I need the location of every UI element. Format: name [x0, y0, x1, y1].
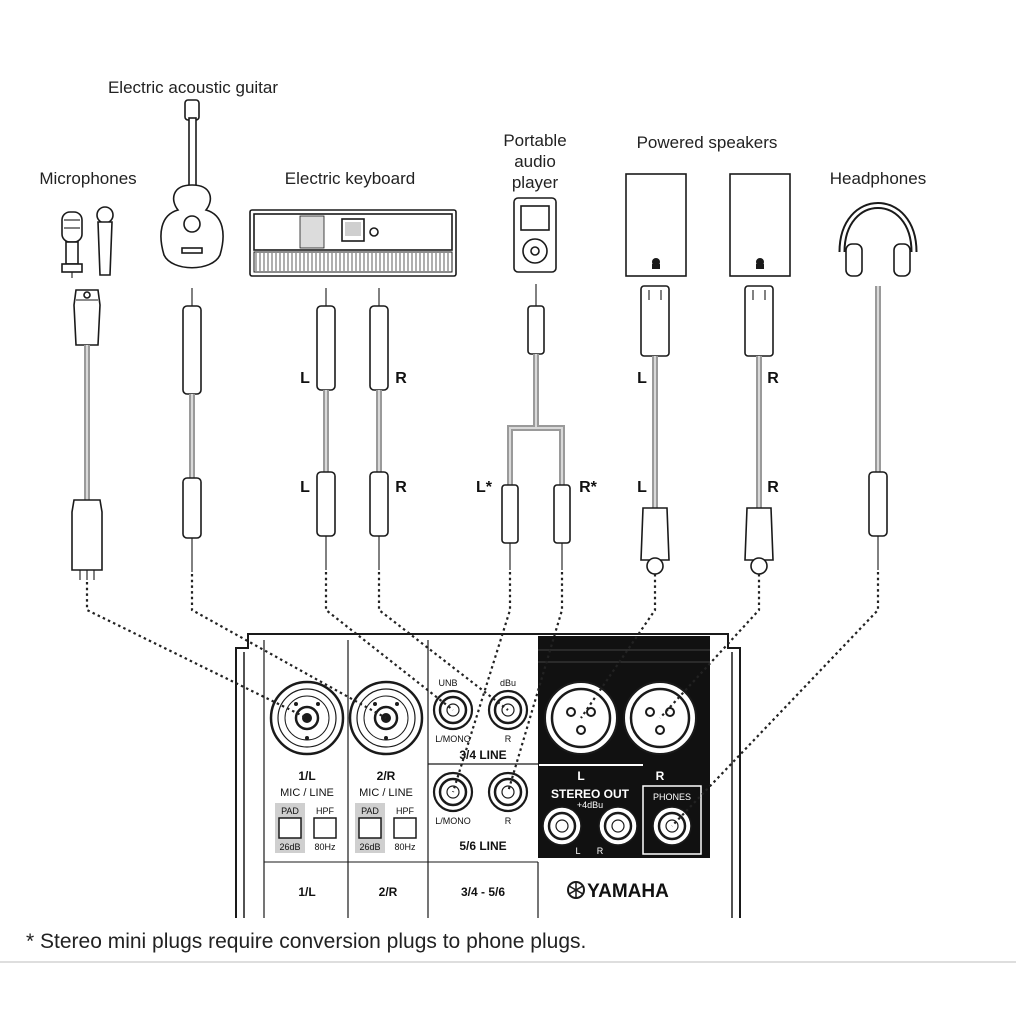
ch2-pad-value: 26dB: [359, 842, 380, 852]
spk-bot-r-label: R: [767, 479, 779, 496]
phone-out-l-label: L: [575, 846, 580, 856]
stereo-out-l-phone[interactable]: [542, 806, 582, 846]
audio-player-icon: [513, 197, 557, 273]
keyboard-icon: [249, 209, 457, 277]
phones-label: PHONES: [653, 792, 691, 802]
signal-paths: [85, 572, 880, 827]
kb-top-r-label: R: [395, 370, 407, 387]
line3-lmono-label: L/MONO: [435, 734, 471, 744]
audio-player-label-line2: audio: [514, 152, 556, 171]
ch1-pad-label: PAD: [281, 806, 299, 816]
line34-label: 3/4 LINE: [459, 748, 506, 762]
ch1-name: 1/L: [298, 769, 315, 783]
spk-bot-l-label: L: [637, 479, 647, 496]
footnote: * Stereo mini plugs require conversion p…: [26, 930, 586, 953]
line4-r-label: R: [505, 734, 512, 744]
speakers-label: Powered speakers: [637, 133, 778, 152]
stereo-out-label: STEREO OUT: [551, 787, 630, 801]
stereo-out-r-phone[interactable]: [598, 806, 638, 846]
speaker-right-icon: [729, 173, 791, 277]
player-l-label: L*: [476, 479, 493, 496]
spk-top-l-label: L: [637, 370, 647, 387]
ch2-bottom-label: 2/R: [379, 885, 398, 899]
unbal-label-left: UNB: [438, 678, 457, 688]
line6-r-label: R: [505, 816, 512, 826]
ch3456-bottom-label: 3/4 - 5/6: [461, 885, 505, 899]
ch1-bottom-label: 1/L: [298, 885, 315, 899]
ch2-hpf-button[interactable]: [393, 817, 417, 839]
microphones-icon: [61, 206, 114, 278]
mic-xlr-cable: [71, 289, 103, 580]
line56-label: 5/6 LINE: [459, 839, 506, 853]
speaker-l-cable: [640, 285, 670, 575]
out-l-label: L: [577, 769, 584, 783]
line5-lmono-label: L/MONO: [435, 816, 471, 826]
kb-bot-l-label: L: [300, 479, 310, 496]
unbal-label-right: dBu: [500, 678, 516, 688]
audio-player-label-line1: Portable: [503, 131, 566, 150]
ch2-pad-button[interactable]: [358, 817, 382, 839]
player-mini-cable: [501, 284, 571, 570]
ch2-hpf-label: HPF: [396, 806, 415, 816]
ch1-hpf-label: HPF: [316, 806, 335, 816]
headphone-cable: [868, 286, 888, 570]
ch2-name: 2/R: [377, 769, 396, 783]
ch1-pad-button[interactable]: [278, 817, 302, 839]
player-r-label: R*: [579, 479, 598, 496]
ch1-hpf-value: 80Hz: [314, 842, 336, 852]
speaker-r-cable: [744, 285, 774, 575]
guitar-icon: [160, 99, 224, 269]
brand-label: YAMAHA: [587, 881, 669, 902]
out-r-label: R: [656, 769, 665, 783]
kb-bot-r-label: R: [395, 479, 407, 496]
ch2-mic-line: MIC / LINE: [359, 787, 413, 799]
audio-player-label-line3: player: [512, 173, 559, 192]
phone-out-r-label: R: [597, 846, 604, 856]
guitar-phone-cable: [182, 288, 202, 572]
ch2-hpf-value: 80Hz: [394, 842, 416, 852]
microphones-label: Microphones: [39, 169, 136, 188]
spk-top-r-label: R: [767, 370, 779, 387]
mixer-panel: 1/L MIC / LINE 2/R MIC / LINE PAD 26dB H…: [235, 633, 741, 918]
stereo-out-level: +4dBu: [577, 800, 603, 810]
speaker-left-icon: [625, 173, 687, 277]
headphones-label: Headphones: [830, 169, 926, 188]
ch1-hpf-button[interactable]: [313, 817, 337, 839]
ch1-pad-value: 26dB: [279, 842, 300, 852]
yamaha-logo-icon: [567, 881, 585, 899]
ch2-pad-label: PAD: [361, 806, 379, 816]
headphones-icon: [838, 202, 918, 277]
kb-top-l-label: L: [300, 370, 310, 387]
ch1-combo-jack[interactable]: [269, 680, 345, 756]
keyboard-l-cable: [316, 288, 336, 570]
guitar-label: Electric acoustic guitar: [108, 78, 278, 97]
keyboard-r-cable: [369, 288, 389, 570]
ch1-mic-line: MIC / LINE: [280, 787, 334, 799]
line6-jack[interactable]: [487, 771, 529, 813]
keyboard-label: Electric keyboard: [285, 169, 415, 188]
